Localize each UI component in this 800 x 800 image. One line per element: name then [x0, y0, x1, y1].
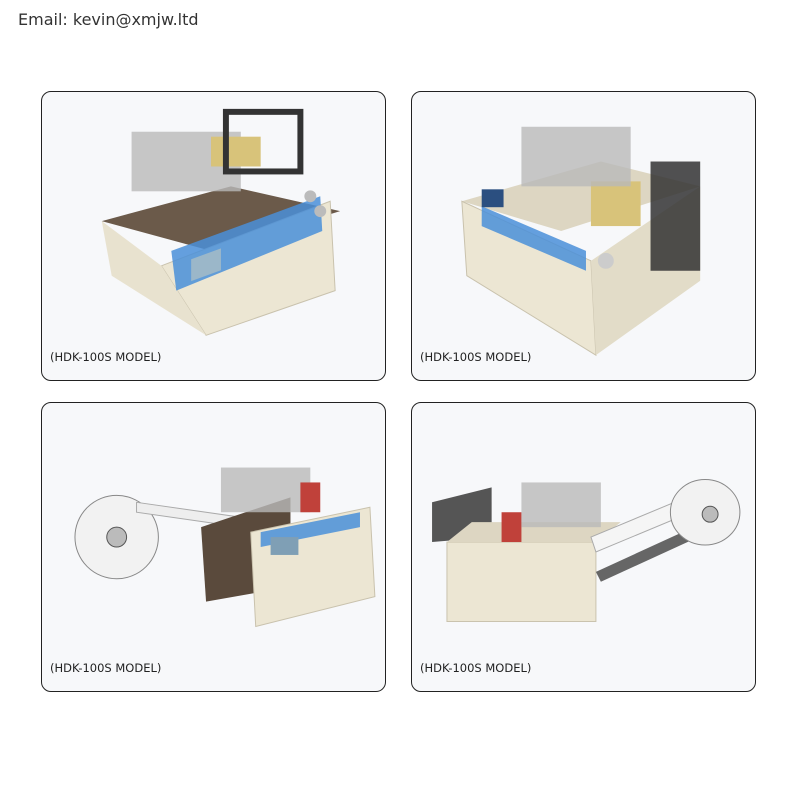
machine-photo: [461, 126, 701, 357]
product-caption: (HDK-100S MODEL): [50, 350, 162, 364]
machine-photo: [432, 478, 741, 622]
product-caption: (HDK-100S MODEL): [420, 661, 532, 675]
product-card: (HDK-100S MODEL): [41, 91, 386, 381]
machine-photo: [74, 467, 376, 628]
product-card: (HDK-100S MODEL): [41, 402, 386, 692]
product-caption: (HDK-100S MODEL): [420, 350, 532, 364]
machine-photo: [101, 108, 341, 336]
product-card: (HDK-100S MODEL): [411, 402, 756, 692]
product-card: (HDK-100S MODEL): [411, 91, 756, 381]
product-caption: (HDK-100S MODEL): [50, 661, 162, 675]
contact-email: Email: kevin@xmjw.ltd: [18, 10, 199, 29]
